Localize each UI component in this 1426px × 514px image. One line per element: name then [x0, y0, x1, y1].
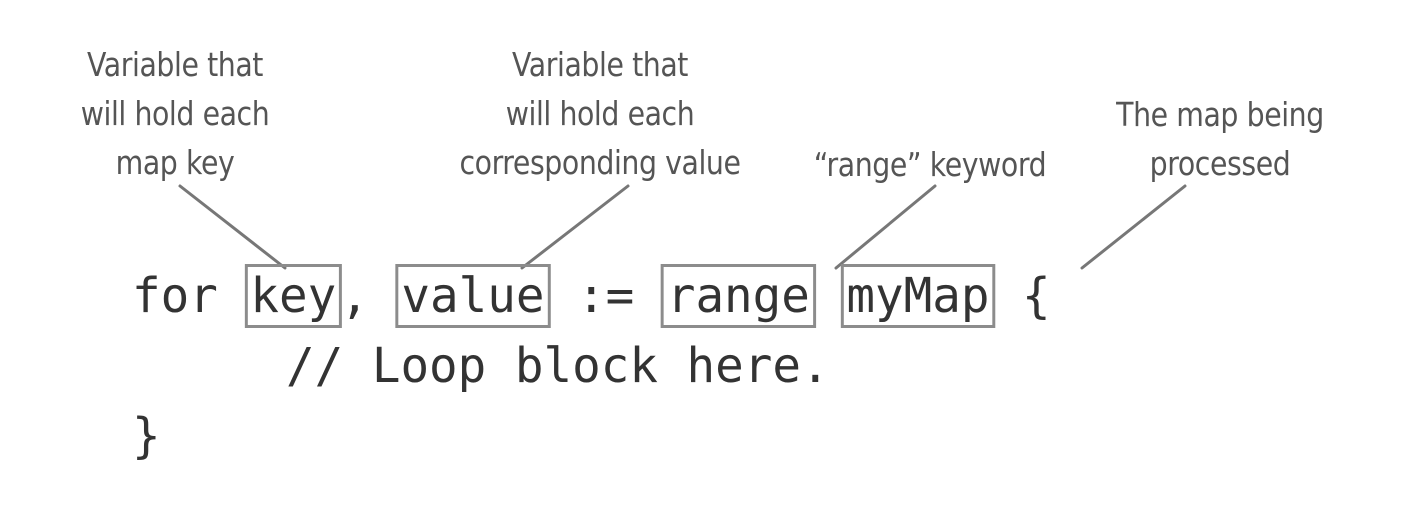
leader-line-range	[834, 184, 937, 270]
annotation-line: processed	[1149, 144, 1291, 183]
code-line-for-range: for key, value := range myMap {	[132, 264, 1051, 328]
leader-line-key	[178, 184, 287, 270]
annotation-key-variable: Variable that will hold each map key	[59, 40, 291, 187]
leader-line-map	[1080, 184, 1187, 270]
code-keyword-for: for	[132, 268, 218, 324]
annotation-line: will hold each	[80, 94, 270, 133]
code-value-variable: value	[395, 264, 551, 328]
code-comma: ,	[340, 268, 369, 324]
annotation-line: “range” keyword	[813, 145, 1047, 184]
code-map-name: myMap	[840, 264, 996, 328]
annotation-line: The map being	[1116, 95, 1324, 134]
annotation-range-keyword: “range” keyword	[805, 140, 1054, 189]
annotation-line: Variable that	[512, 45, 688, 84]
code-line-comment: // Loop block here.	[286, 338, 830, 394]
annotation-map-processed: The map being processed	[1100, 90, 1341, 188]
code-line-closing-brace: }	[132, 408, 161, 464]
code-range-keyword: range	[660, 264, 816, 328]
code-key-variable: key	[244, 264, 343, 328]
code-assign-operator: :=	[577, 268, 635, 324]
leader-line-value	[520, 184, 630, 270]
annotation-line: Variable that	[87, 45, 263, 84]
annotation-line: corresponding value	[459, 143, 741, 182]
annotation-line: will hold each	[505, 94, 695, 133]
annotation-value-variable: Variable that will hold each correspondi…	[445, 40, 755, 187]
code-brace-open: {	[1022, 268, 1051, 324]
annotation-line: map key	[115, 143, 235, 182]
